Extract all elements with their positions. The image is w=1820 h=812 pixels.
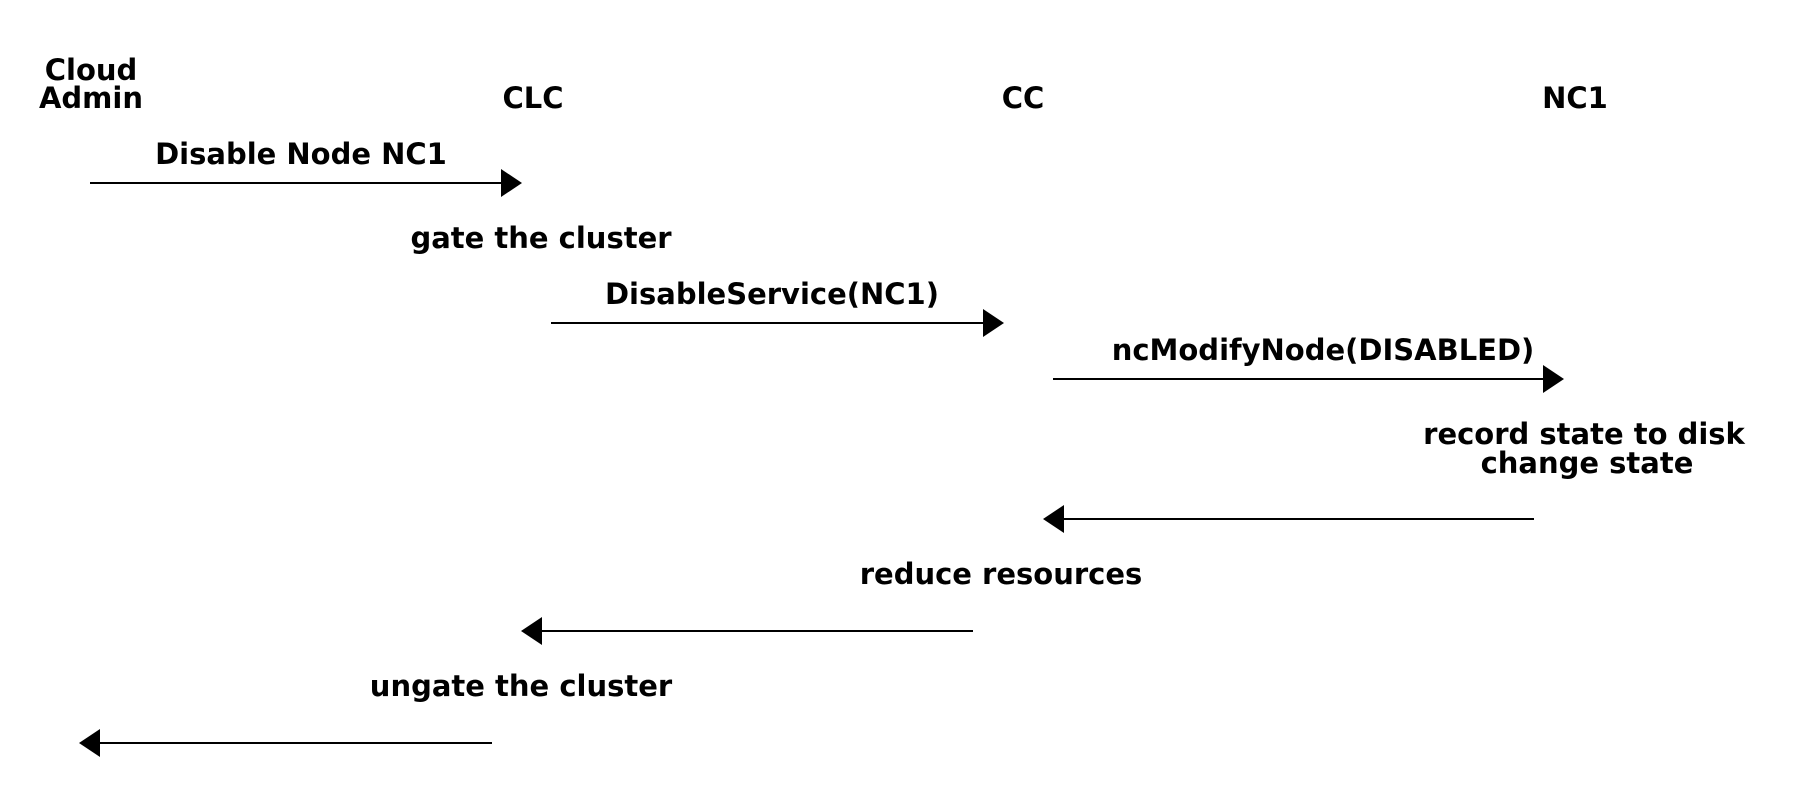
participant-cloud-admin-label-line2: Admin: [39, 81, 143, 115]
message-arrow-disable-node: Disable Node NC1: [90, 137, 522, 197]
participant-cc-label: CC: [1002, 81, 1045, 115]
message-label-nc-modify-node: ncModifyNode(DISABLED): [1112, 333, 1535, 367]
note-record-state-line1: record state to disk: [1423, 417, 1745, 451]
note-record-state-line2: change state: [1481, 446, 1694, 480]
arrowhead-left: [521, 617, 542, 645]
arrowhead-right: [1543, 365, 1564, 393]
participant-clc-label: CLC: [502, 81, 563, 115]
arrowhead-right: [983, 309, 1004, 337]
arrowhead-left: [79, 729, 100, 757]
message-arrow-clc-to-admin: [79, 729, 492, 757]
message-arrow-nc-modify-node: ncModifyNode(DISABLED): [1053, 333, 1564, 393]
message-arrow-cc-to-clc: [521, 617, 973, 645]
arrowhead-right: [501, 169, 522, 197]
arrowhead-left: [1043, 505, 1064, 533]
message-label-disable-node: Disable Node NC1: [155, 137, 447, 171]
note-ungate-cluster: ungate the cluster: [370, 669, 673, 703]
message-label-disable-service: DisableService(NC1): [605, 277, 939, 311]
participant-cloud-admin-label-line1: Cloud: [45, 53, 138, 87]
participant-nc1-label: NC1: [1542, 81, 1608, 115]
note-gate-cluster: gate the cluster: [410, 221, 672, 255]
note-reduce-resources: reduce resources: [860, 557, 1143, 591]
message-arrow-nc1-to-cc: [1043, 505, 1534, 533]
message-arrow-disable-service: DisableService(NC1): [551, 277, 1004, 337]
